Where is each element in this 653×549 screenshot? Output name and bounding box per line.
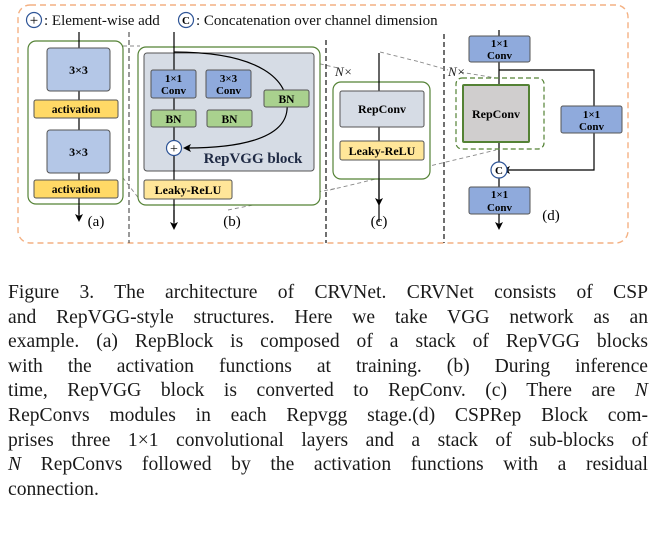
architecture-figure: + : Element-wise add C : Concatenation o…	[0, 0, 653, 250]
side-conv1x1-block	[560, 105, 623, 134]
top-conv-label-line2: Conv	[487, 50, 513, 62]
caption-line-6: RepConvs modules in each Repvgg stage.(d…	[8, 404, 648, 426]
concat-icon	[490, 161, 508, 179]
bn-block-3x3	[206, 109, 253, 128]
concat-symbol-d: C	[495, 165, 503, 177]
bn-block-identity	[263, 89, 310, 108]
activation-label-1: activation	[52, 104, 101, 116]
caption-italic-n-1: N	[634, 380, 648, 402]
legend: + : Element-wise add C : Concatenation o…	[25, 11, 438, 29]
identity-branch	[173, 51, 288, 152]
bn-label-1x1: BN	[166, 114, 183, 126]
top-conv1x1-block	[468, 35, 531, 63]
repeat-n-label-d: N×	[447, 64, 465, 79]
caption-line-7: prises three 1×1 convolutional layers an…	[8, 429, 648, 451]
figure-frame	[17, 4, 629, 244]
bn-label-identity: BN	[279, 94, 296, 106]
activation-label-2: activation	[52, 184, 101, 196]
repvgg-block-title: RepVGG block	[204, 151, 303, 167]
conv3x3-block	[205, 69, 252, 99]
repconv-label-d: RepConv	[472, 107, 520, 121]
panel-d: 1×1 Conv N× RepConv 1×1 Conv C 1×1 Conv …	[447, 30, 623, 230]
side-conv-label-line2: Conv	[579, 121, 605, 133]
leaky-relu-label-c: Leaky-ReLU	[349, 144, 416, 158]
add-symbol-text: +	[30, 13, 38, 29]
concat-symbol-text: C	[182, 15, 190, 27]
repconv-stack-container	[455, 77, 545, 150]
repconv-label: RepConv	[358, 102, 406, 116]
conv1x1-block	[150, 69, 197, 99]
legend-concat-label: : Concatenation over channel dimension	[196, 13, 438, 29]
repeat-n-label-c: N×	[334, 64, 352, 79]
panel-c-label: (c)	[371, 214, 388, 230]
caption-line-3: example. (a) RepBlock is composed of a s…	[8, 331, 648, 353]
top-conv-label-line1: 1×1	[491, 38, 508, 50]
concat-symbol-icon	[177, 11, 195, 29]
bn-block-1x1	[150, 109, 197, 128]
conv3x3-label-line1: 3×3	[220, 73, 238, 85]
caption-line-2: and RepVGG-style structures. Here we tak…	[8, 306, 648, 328]
bottom-conv-label-line1: 1×1	[491, 189, 508, 201]
panel-c: N× RepConv Leaky-ReLU (c)	[332, 53, 431, 230]
caption-line-5: time, RepVGG block is converted to RepCo…	[8, 379, 648, 404]
bottom-conv-label-line2: Conv	[487, 202, 513, 214]
leaky-relu-label: Leaky-ReLU	[155, 183, 222, 197]
caption-line-4: with the activation functions at trainin…	[8, 355, 648, 377]
caption-line-1: Figure 3. The architecture of CRVNet. CR…	[8, 282, 648, 303]
figure-caption: Figure 3. The architecture of CRVNet. CR…	[8, 281, 648, 502]
conv3x3-label-2: 3×3	[69, 145, 88, 159]
panel-a-label: (a)	[88, 214, 105, 230]
caption-italic-n-2: N	[8, 454, 22, 476]
leaky-relu-block	[143, 179, 233, 200]
bn-label-3x3: BN	[222, 114, 239, 126]
panel-b: 1×1 Conv 3×3 Conv BN BN BN + RepVGG bloc…	[137, 32, 321, 230]
add-symbol-icon	[25, 11, 43, 29]
leaky-relu-block-c	[339, 140, 425, 161]
activation-block-1	[33, 99, 119, 119]
conv3x3-label-line2: Conv	[216, 85, 242, 97]
caption-line-5-text: time, RepVGG block is converted to RepCo…	[8, 380, 635, 402]
element-wise-add-icon	[165, 139, 183, 157]
panel-d-label: (d)	[542, 208, 560, 224]
conv3x3-block-2	[46, 129, 111, 174]
caption-line-8-text: RepConvs followed by the activation func…	[21, 454, 648, 476]
panel-a: 3×3 activation 3×3 activation (a)	[27, 32, 124, 230]
caption-line-9: connection.	[8, 478, 99, 500]
conv3x3-label-1: 3×3	[69, 63, 88, 77]
legend-add-label: : Element-wise add	[44, 13, 160, 29]
repconv-block-d	[462, 84, 530, 143]
panel-b-label: (b)	[223, 214, 241, 230]
side-conv-label-line1: 1×1	[583, 109, 600, 121]
conv1x1-label-line1: 1×1	[165, 73, 182, 85]
conv3x3-block-1	[46, 47, 111, 92]
activation-block-2	[33, 179, 119, 199]
add-symbol: +	[170, 142, 178, 157]
repconv-block	[339, 90, 425, 128]
caption-line-8: N RepConvs followed by the activation fu…	[8, 453, 648, 478]
conv1x1-label-line2: Conv	[161, 85, 187, 97]
